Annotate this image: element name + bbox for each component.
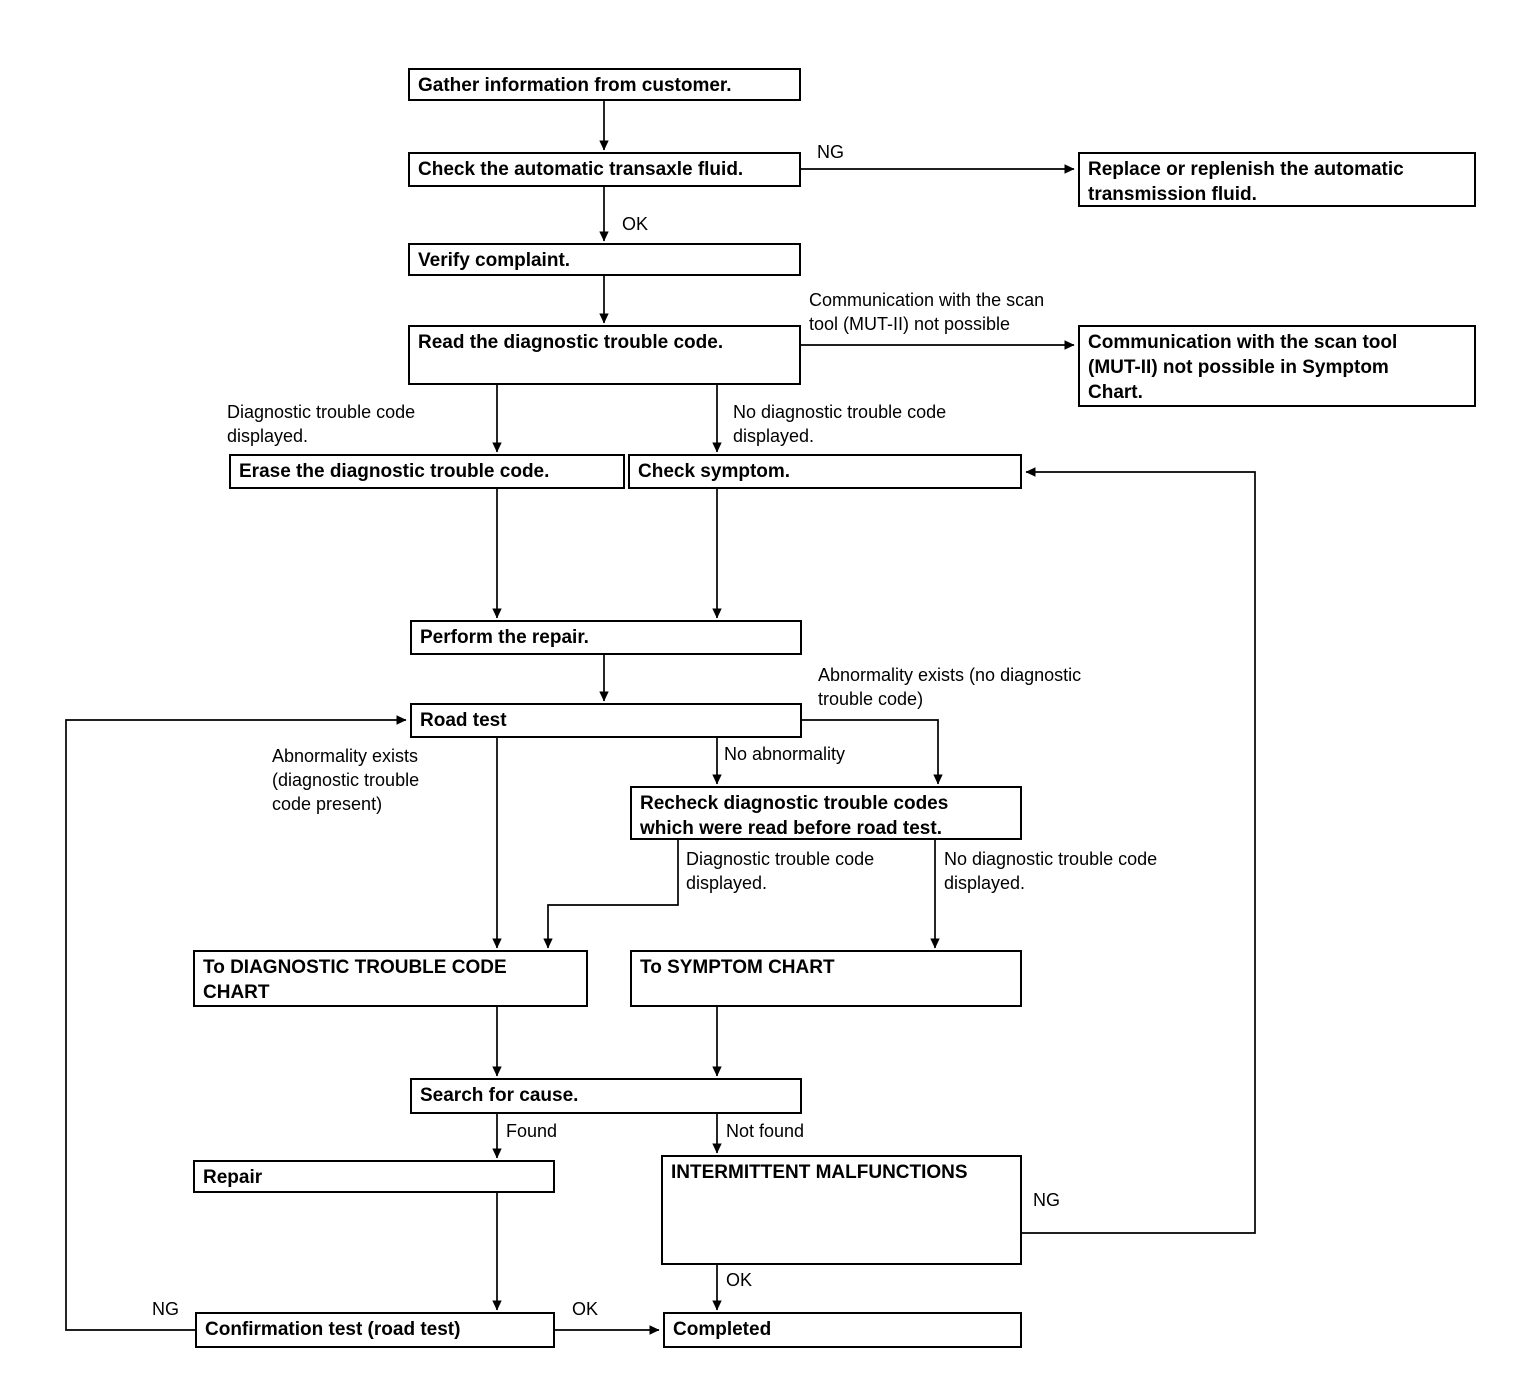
node-gather-information[interactable]: Gather information from customer.	[408, 68, 801, 101]
node-confirmation-test[interactable]: Confirmation test (road test)	[195, 1312, 555, 1348]
node-recheck-diagnostic-trouble-codes[interactable]: Recheck diagnostic trouble codes which w…	[630, 786, 1022, 840]
connector-intermittent-to-checksymptom	[1022, 467, 1256, 1234]
node-label: Completed	[673, 1319, 772, 1340]
node-label: Erase the diagnostic trouble code.	[239, 461, 550, 482]
node-completed[interactable]: Completed	[663, 1312, 1022, 1348]
node-label: Confirmation test (road test)	[205, 1319, 461, 1340]
edge-label-abnormality-no-dtc: Abnormality exists (no diagnostic troubl…	[818, 665, 1082, 709]
edge-label-found: Found	[506, 1121, 558, 1141]
node-repair[interactable]: Repair	[193, 1160, 555, 1193]
node-road-test[interactable]: Road test	[410, 703, 802, 738]
node-label: Road test	[420, 710, 507, 731]
node-to-diagnostic-trouble-code-chart[interactable]: To DIAGNOSTIC TROUBLE CODE CHART	[193, 950, 588, 1007]
node-label: Check symptom.	[638, 461, 791, 482]
edge-label-abnormality-dtc-present: Abnormality exists (diagnostic trouble c…	[272, 746, 420, 814]
node-label: Search for cause.	[420, 1085, 579, 1106]
edge-label-ng-fluid: NG	[817, 142, 844, 162]
node-to-symptom-chart[interactable]: To SYMPTOM CHART	[630, 950, 1022, 1007]
node-label: Perform the repair.	[420, 627, 589, 648]
edge-label-dtc-displayed-1: Diagnostic trouble code displayed.	[227, 402, 416, 446]
node-label: Replace or replenish the automatic trans…	[1088, 159, 1404, 205]
edge-label-communication-not-possible: Communication with the scan tool (MUT-II…	[809, 290, 1045, 334]
node-label: Verify complaint.	[418, 250, 571, 271]
node-communication-not-possible[interactable]: Communication with the scan tool (MUT-II…	[1078, 325, 1476, 407]
edge-label-ok-intermittent: OK	[726, 1270, 753, 1290]
edge-label-not-found: Not found	[726, 1121, 805, 1141]
node-perform-the-repair[interactable]: Perform the repair.	[410, 620, 802, 655]
node-verify-complaint[interactable]: Verify complaint.	[408, 243, 801, 276]
node-label: To DIAGNOSTIC TROUBLE CODE CHART	[203, 957, 507, 1003]
connector-confirm-to-roadtest	[65, 715, 407, 1331]
node-label: Check the automatic transaxle fluid.	[418, 159, 744, 180]
node-label: Repair	[203, 1167, 263, 1188]
edge-label-ok-fluid: OK	[622, 214, 649, 234]
node-label: INTERMITTENT MALFUNCTIONS	[671, 1162, 968, 1183]
node-replace-transmission-fluid[interactable]: Replace or replenish the automatic trans…	[1078, 152, 1476, 207]
edge-label-ok-confirm: OK	[572, 1299, 599, 1319]
node-label: Gather information from customer.	[418, 75, 732, 96]
node-search-for-cause[interactable]: Search for cause.	[410, 1078, 802, 1114]
edge-label-no-dtc-displayed-1: No diagnostic trouble code displayed.	[733, 402, 947, 446]
node-check-transaxle-fluid[interactable]: Check the automatic transaxle fluid.	[408, 152, 801, 187]
node-label: To SYMPTOM CHART	[640, 957, 835, 978]
node-read-diagnostic-trouble-code[interactable]: Read the diagnostic trouble code.	[408, 325, 801, 385]
edge-label-ng-intermittent: NG	[1033, 1190, 1060, 1210]
edge-label-dtc-displayed-2: Diagnostic trouble code displayed.	[686, 849, 875, 893]
node-intermittent-malfunctions[interactable]: INTERMITTENT MALFUNCTIONS	[661, 1155, 1022, 1265]
node-label: Recheck diagnostic trouble codes which w…	[640, 793, 949, 839]
node-label: Communication with the scan tool (MUT-II…	[1088, 332, 1398, 403]
connector-recheck-to-dtcchart	[543, 840, 679, 949]
edge-label-no-dtc-displayed-2: No diagnostic trouble code displayed.	[944, 849, 1158, 893]
node-label: Read the diagnostic trouble code.	[418, 332, 724, 353]
connector-roadtest-to-recheck-right	[802, 719, 943, 785]
edge-label-no-abnormality: No abnormality	[724, 744, 846, 764]
node-erase-diagnostic-trouble-code[interactable]: Erase the diagnostic trouble code.	[229, 454, 625, 489]
node-check-symptom[interactable]: Check symptom.	[628, 454, 1022, 489]
edge-label-ng-confirm: NG	[152, 1299, 179, 1319]
